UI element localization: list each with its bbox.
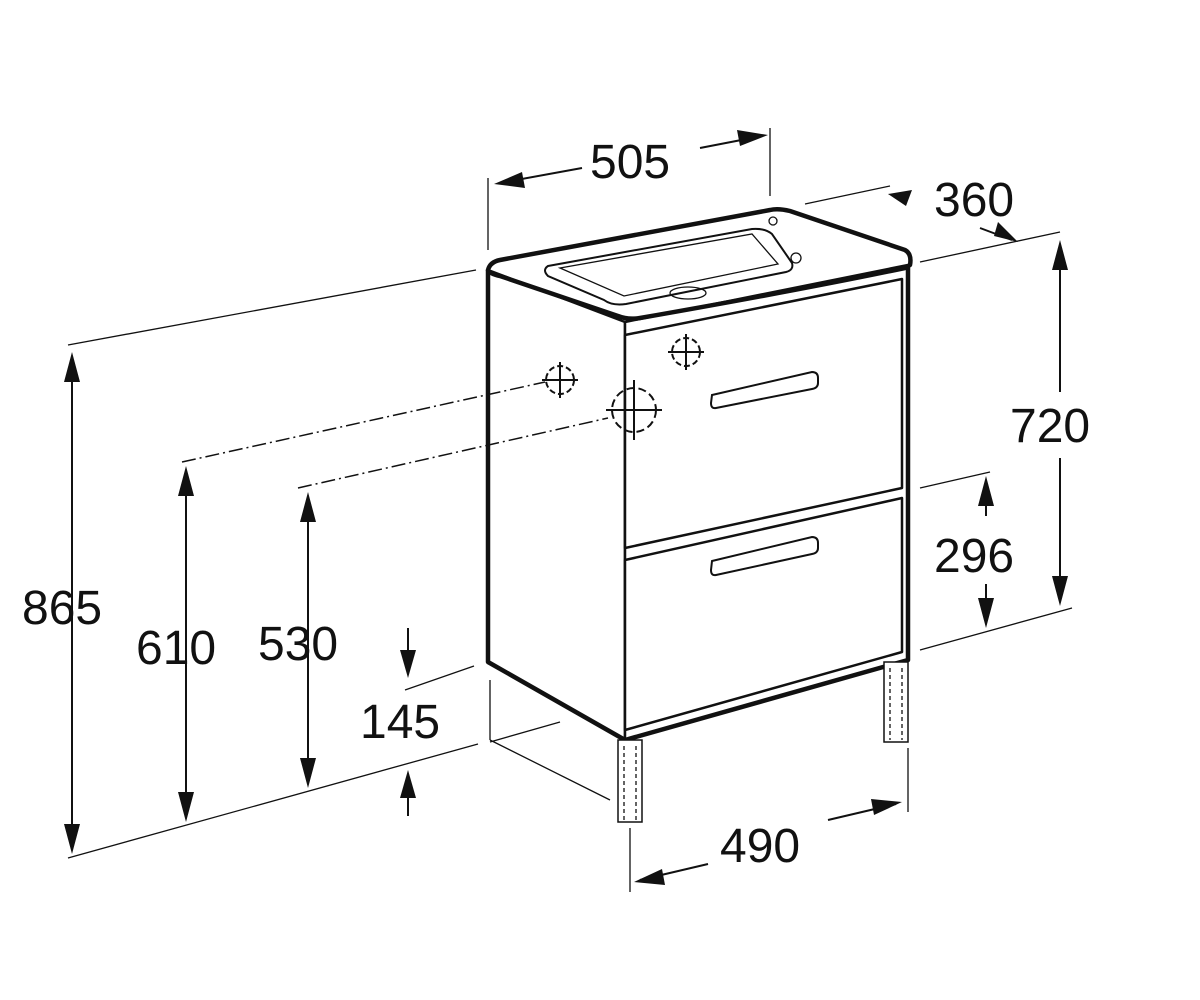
upper-drawer-handle bbox=[709, 370, 819, 410]
water-inlet-icon bbox=[542, 362, 578, 398]
tap-hole-icon bbox=[790, 252, 802, 264]
dim-145-label: 145 bbox=[360, 696, 440, 749]
dim-720-label: 720 bbox=[1010, 400, 1090, 453]
drain-outlet-icon bbox=[606, 380, 662, 440]
basin-drain bbox=[669, 286, 707, 300]
dim-530-label: 530 bbox=[258, 618, 338, 671]
lower-drawer-handle bbox=[709, 535, 819, 577]
extension-lines bbox=[67, 128, 1073, 892]
drain-centerline-530 bbox=[297, 417, 609, 489]
basin-bowl-inner bbox=[557, 233, 780, 297]
overflow-hole-icon bbox=[768, 216, 778, 226]
vanity-cabinet bbox=[485, 206, 913, 823]
basin-top-outline bbox=[485, 206, 913, 321]
dimension-labels: 505 360 720 296 865 610 530 145 490 bbox=[22, 136, 1090, 873]
basin-bowl bbox=[544, 227, 794, 306]
lower-drawer-front bbox=[623, 496, 904, 732]
dim-610-label: 610 bbox=[136, 622, 216, 675]
upper-drawer-front bbox=[623, 277, 904, 550]
front-leg bbox=[617, 739, 643, 823]
dim-296-label: 296 bbox=[934, 530, 1014, 583]
cabinet-side-panel bbox=[486, 268, 627, 742]
dimension-arrows bbox=[64, 130, 1068, 885]
dim-360-label: 360 bbox=[934, 174, 1014, 227]
dim-490-label: 490 bbox=[720, 820, 800, 873]
drain-centerline-610 bbox=[181, 381, 546, 463]
water-inlet-front-icon bbox=[668, 334, 704, 370]
dim-505-label: 505 bbox=[590, 136, 670, 189]
dim-865-label: 865 bbox=[22, 582, 102, 635]
right-leg bbox=[883, 661, 909, 743]
